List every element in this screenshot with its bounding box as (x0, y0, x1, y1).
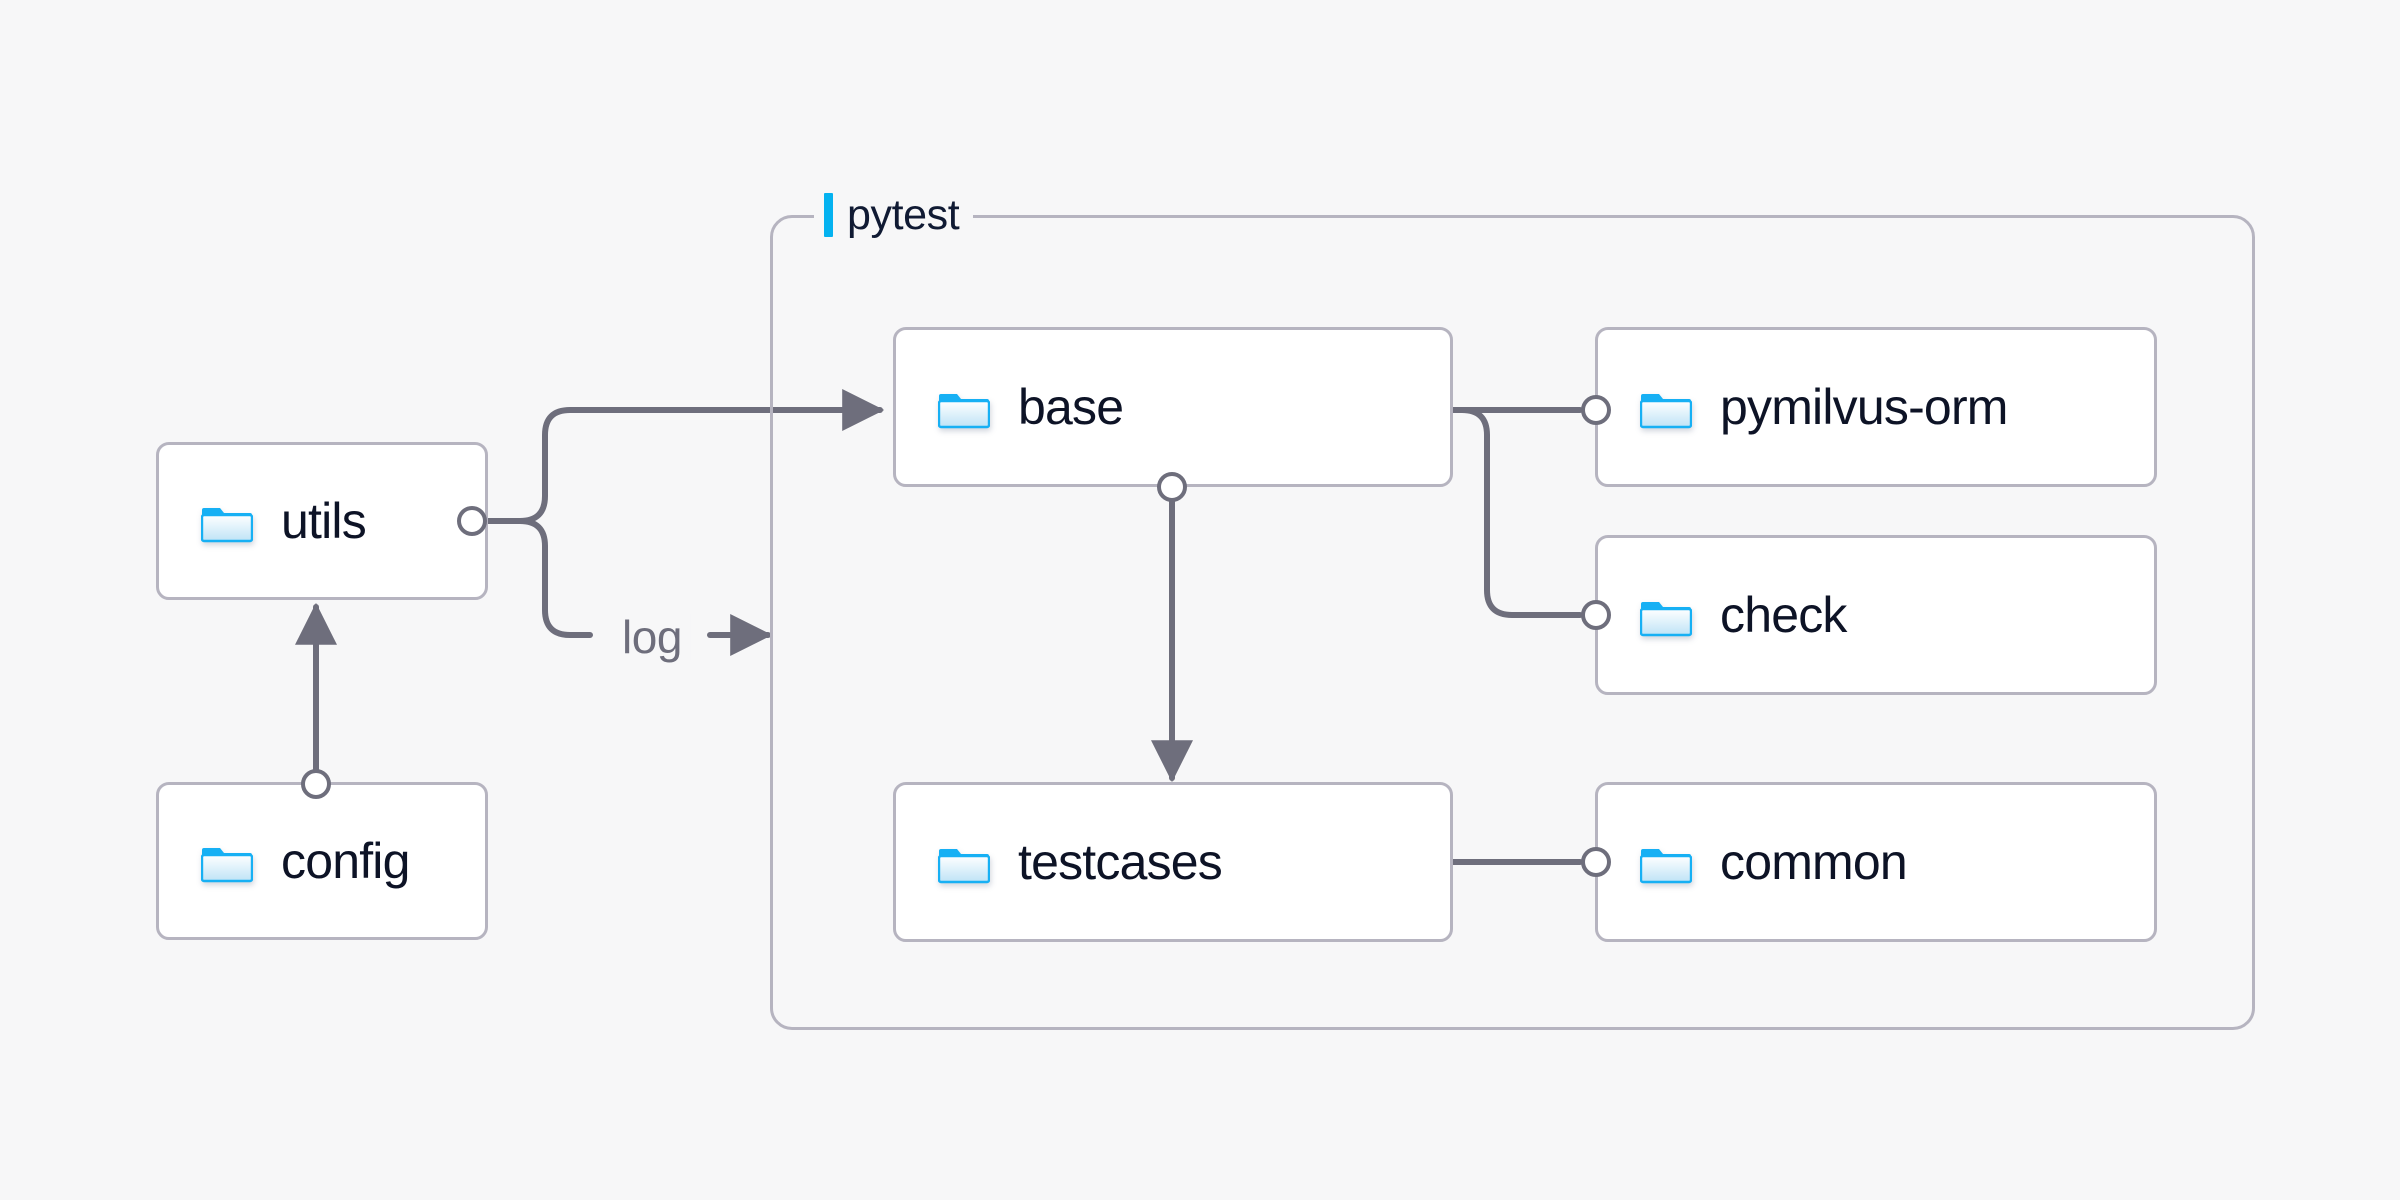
node-config[interactable]: config (156, 782, 488, 940)
folder-icon (201, 508, 253, 543)
node-testcases[interactable]: testcases (893, 782, 1453, 942)
folder-icon (1640, 849, 1692, 884)
edge-utils-to-log (517, 518, 593, 638)
node-pymilvus-orm-label: pymilvus-orm (1720, 379, 2008, 435)
edge-label-log: log (614, 614, 690, 660)
node-base-label: base (1018, 379, 1124, 435)
group-pytest[interactable] (770, 215, 2255, 1030)
folder-icon (1640, 602, 1692, 637)
node-base[interactable]: base (893, 327, 1453, 487)
group-pytest-label: pytest (814, 189, 974, 241)
node-config-label: config (281, 833, 410, 889)
node-check-label: check (1720, 587, 1847, 643)
group-label-text: pytest (847, 190, 960, 239)
port-config-top[interactable] (301, 769, 331, 799)
node-check[interactable]: check (1595, 535, 2157, 695)
port-common-left[interactable] (1581, 847, 1611, 877)
node-common-label: common (1720, 834, 1908, 890)
node-common[interactable]: common (1595, 782, 2157, 942)
port-check-left[interactable] (1581, 600, 1611, 630)
folder-icon (938, 849, 990, 884)
group-accent-bar-icon (824, 193, 833, 237)
port-base-bottom[interactable] (1157, 472, 1187, 502)
port-utils-right[interactable] (457, 506, 487, 536)
folder-icon (1640, 394, 1692, 429)
node-utils[interactable]: utils (156, 442, 488, 600)
folder-icon (938, 394, 990, 429)
node-utils-label: utils (281, 493, 367, 549)
folder-icon (201, 848, 253, 883)
node-testcases-label: testcases (1018, 834, 1223, 890)
node-pymilvus-orm[interactable]: pymilvus-orm (1595, 327, 2157, 487)
port-pymilvus-orm-left[interactable] (1581, 395, 1611, 425)
